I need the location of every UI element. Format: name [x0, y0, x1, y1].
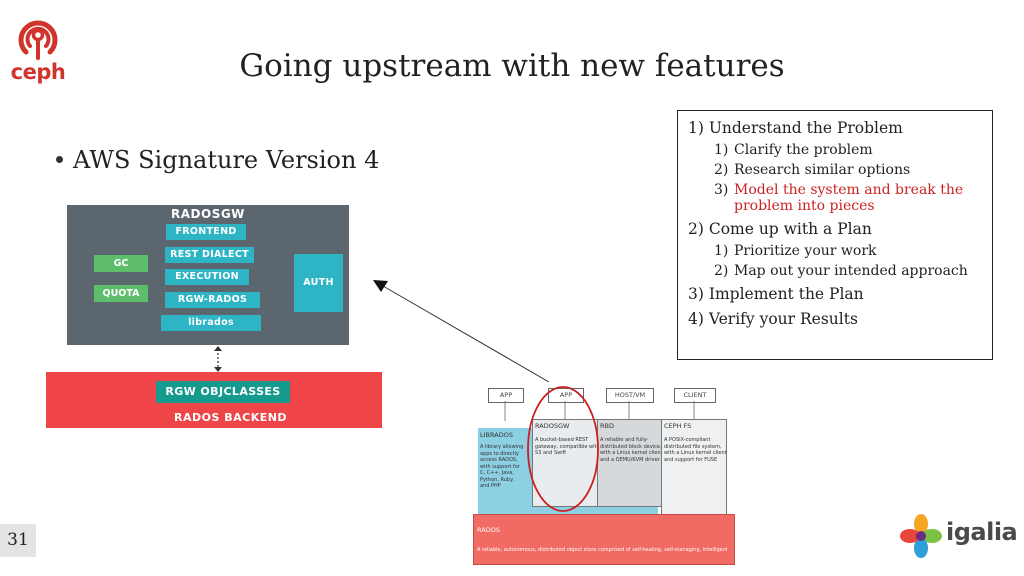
- rados-layer-title: RADOS: [477, 526, 500, 534]
- problem-solving-steps: 1) Understand the Problem 1)Clarify the …: [677, 110, 993, 360]
- rados-backend-label: RADOS BACKEND: [174, 411, 288, 424]
- client-box: CLIENT: [674, 388, 716, 403]
- step-1-3: 3)Model the system and break the problem…: [714, 182, 982, 214]
- ceph-octopus-icon: [18, 20, 58, 60]
- bullet-item: AWS Signature Version 4: [56, 146, 379, 174]
- frontend-box: FRONTEND: [166, 224, 246, 240]
- step-1-1: 1)Clarify the problem: [714, 142, 873, 158]
- rbd-layer-title: RBD: [600, 422, 614, 430]
- rados-layer: [473, 514, 735, 565]
- rados-layer-desc: A reliable, autonomous, distributed obje…: [477, 547, 727, 553]
- gc-box: GC: [94, 255, 148, 272]
- radosgw-highlight-ellipse: [527, 386, 599, 512]
- rgw-connector-arrow: [214, 346, 222, 372]
- step-1: 1) Understand the Problem: [688, 119, 903, 137]
- slide-title: Going upstream with new features: [239, 48, 785, 84]
- auth-box: AUTH: [294, 254, 343, 312]
- igalia-logo: igalia: [900, 514, 1018, 558]
- bullet-dot-icon: [56, 156, 63, 163]
- app-box-2: APP: [548, 388, 584, 403]
- librados-layer-title: LIBRADOS: [480, 431, 513, 439]
- ceph-logo: ceph: [10, 8, 66, 84]
- app-box-1: APP: [488, 388, 524, 403]
- execution-box: EXECUTION: [165, 269, 249, 285]
- radosgw-title: RADOSGW: [171, 207, 245, 221]
- radosgw-layer-title: RADOSGW: [535, 422, 570, 430]
- step-3: 3) Implement the Plan: [688, 285, 864, 303]
- radosgw-layer: [532, 419, 598, 507]
- arch-connectors: [504, 401, 695, 421]
- cephfs-layer-title: CEPH FS: [664, 422, 692, 430]
- step-2: 2) Come up with a Plan: [688, 220, 872, 238]
- hostvm-box: HOST/VM: [606, 388, 654, 403]
- radosgw-block: RADOSGW FRONTEND REST DIALECT EXECUTION …: [67, 205, 349, 345]
- page-number: 31: [0, 524, 36, 557]
- rgw-objclasses-box: RGW OBJCLASSES: [156, 381, 290, 403]
- bullet-text: AWS Signature Version 4: [73, 146, 380, 174]
- rest-dialect-box: REST DIALECT: [165, 247, 254, 263]
- rbd-layer-desc: A reliable and fully-distributed block d…: [600, 437, 663, 463]
- step-1-2: 2)Research similar options: [714, 162, 911, 178]
- igalia-flower-icon: [900, 514, 942, 558]
- quota-box: QUOTA: [94, 285, 148, 302]
- rbd-layer: [597, 419, 662, 507]
- step-2-2: 2)Map out your intended approach: [714, 263, 968, 279]
- pointer-arrow: [373, 280, 550, 383]
- librados-box: librados: [161, 315, 261, 331]
- step-highlight: Model the system and break the problem i…: [734, 182, 964, 214]
- ceph-architecture-diagram: APP APP HOST/VM CLIENT LIBRADOS A librar…: [470, 385, 735, 565]
- step-2-1: 1)Prioritize your work: [714, 243, 877, 259]
- rgw-rados-box: RGW-RADOS: [165, 292, 260, 308]
- ceph-logo-text: ceph: [10, 60, 66, 84]
- step-4: 4) Verify your Results: [688, 310, 858, 328]
- cephfs-layer: [661, 419, 727, 523]
- igalia-logo-text: igalia: [946, 518, 1018, 546]
